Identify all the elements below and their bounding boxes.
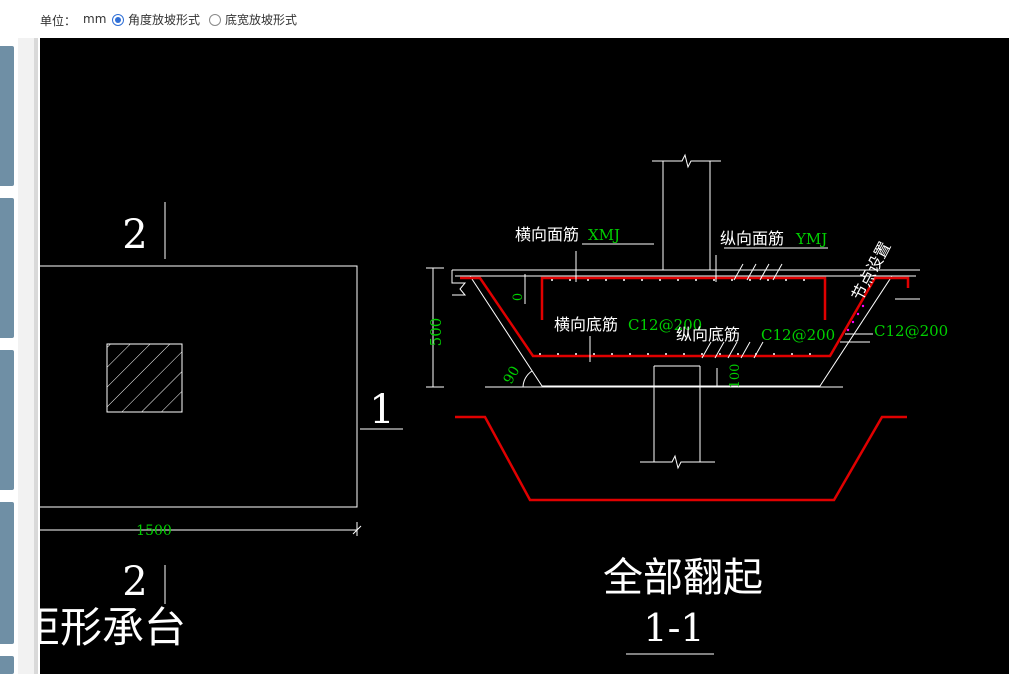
radio-angle-slope-label: 角度放坡形式 (128, 13, 201, 27)
bottom-dim-text: 100 (728, 364, 743, 389)
thumbnail-item[interactable] (0, 46, 14, 186)
angle-dim-text: 90 (501, 364, 524, 387)
node-setting-code: C12@200 (874, 322, 948, 340)
thumbnail-item[interactable] (0, 198, 14, 338)
top-transverse-code: XMJ (588, 226, 620, 244)
thumbnail-item[interactable] (0, 350, 14, 490)
top-longitudinal-label: 纵向面筋 (720, 229, 784, 248)
radio-width-slope-label: 底宽放坡形式 (225, 13, 298, 27)
bottom-transverse-label: 横向底筋 (554, 315, 618, 334)
section-mark-bottom: 2 (122, 559, 147, 605)
top-rebar (540, 276, 827, 320)
pile-cap-outline (40, 265, 358, 508)
radio-checked-icon[interactable] (112, 13, 124, 26)
drawing-svg: 1500 2 2 1 矩形承台 500 0 90 (40, 153, 948, 655)
node-setting-label: 节点设置 (848, 238, 895, 303)
section-mark-top: 2 (122, 212, 147, 258)
radio-width-slope[interactable]: 底宽放坡形式 (209, 11, 297, 28)
sidebar-gap (18, 38, 34, 674)
width-dim-text: 1500 (136, 523, 172, 539)
column-hatch (106, 343, 183, 413)
cad-canvas[interactable]: 1500 2 2 1 矩形承台 500 0 90 (40, 38, 1009, 674)
section-view: 500 0 90 100 (426, 153, 948, 655)
top-longitudinal-code: YMJ (795, 230, 827, 248)
radio-angle-slope[interactable]: 角度放坡形式 (112, 11, 200, 28)
height-dim-text: 500 (427, 318, 445, 347)
plan-title: 矩形承台 (40, 603, 186, 652)
section-title: 全部翻起 (603, 555, 763, 601)
bottom-rebar-detail (455, 415, 907, 502)
bottom-rebar (460, 276, 910, 358)
section-subtitle: 1-1 (643, 606, 704, 650)
radio-unchecked-icon[interactable] (209, 13, 221, 26)
bottom-longitudinal-label: 纵向底筋 (676, 325, 740, 344)
toolbar: 单位： mm 角度放坡形式 底宽放坡形式 (0, 0, 1009, 38)
unit-value: mm (83, 12, 107, 26)
unit-label: 单位： (40, 14, 77, 28)
thumbnail-item[interactable] (0, 656, 14, 674)
inner-dim-text: 0 (511, 293, 526, 301)
section-mark-right: 1 (369, 387, 394, 433)
bottom-transverse-code: C12@200 (628, 316, 702, 334)
top-transverse-label: 横向面筋 (515, 225, 579, 244)
plan-view: 1500 2 2 1 矩形承台 (40, 202, 403, 652)
bottom-longitudinal-code: C12@200 (761, 326, 835, 344)
sidebar-scrollbar[interactable] (34, 38, 38, 674)
thumbnail-item[interactable] (0, 502, 14, 644)
